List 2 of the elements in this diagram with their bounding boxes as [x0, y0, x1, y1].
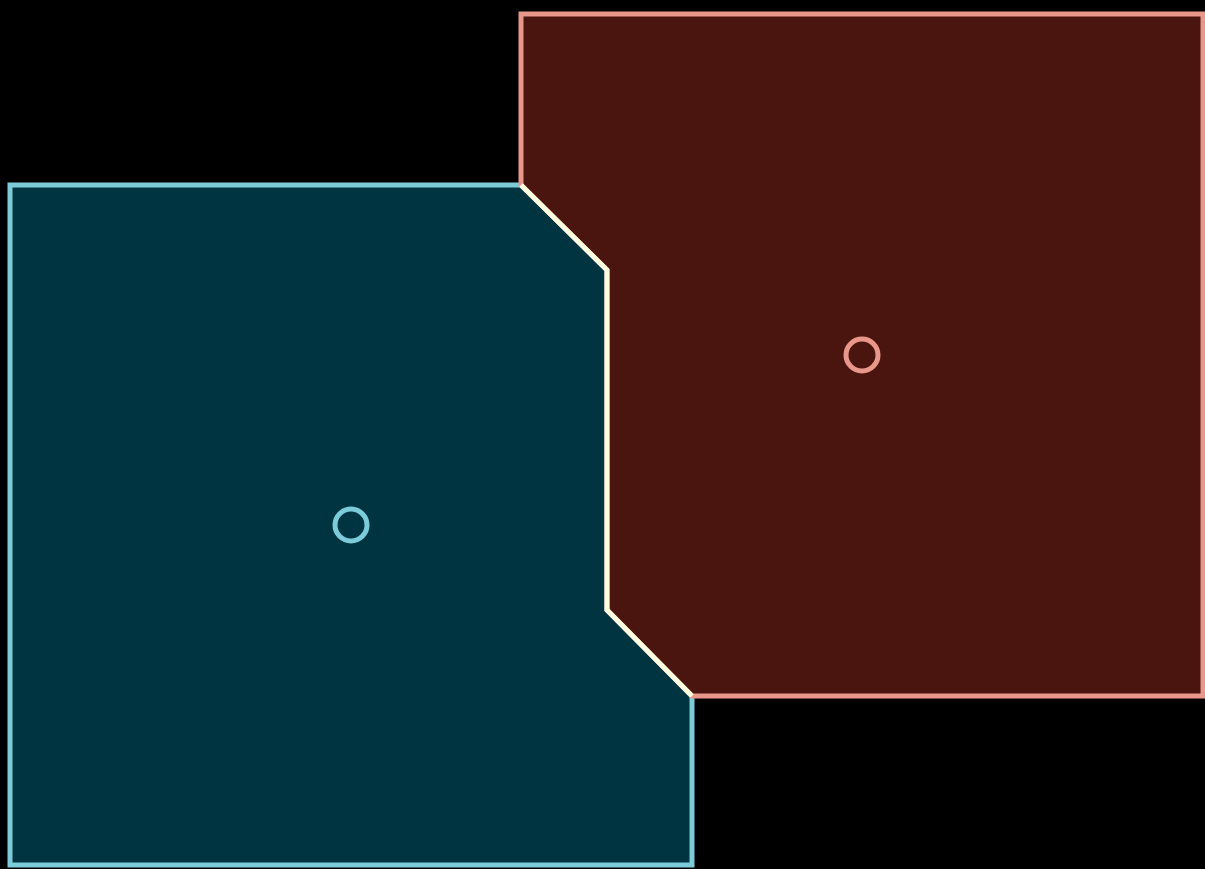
- center-circle: [843, 336, 881, 374]
- center-circle: [332, 506, 370, 544]
